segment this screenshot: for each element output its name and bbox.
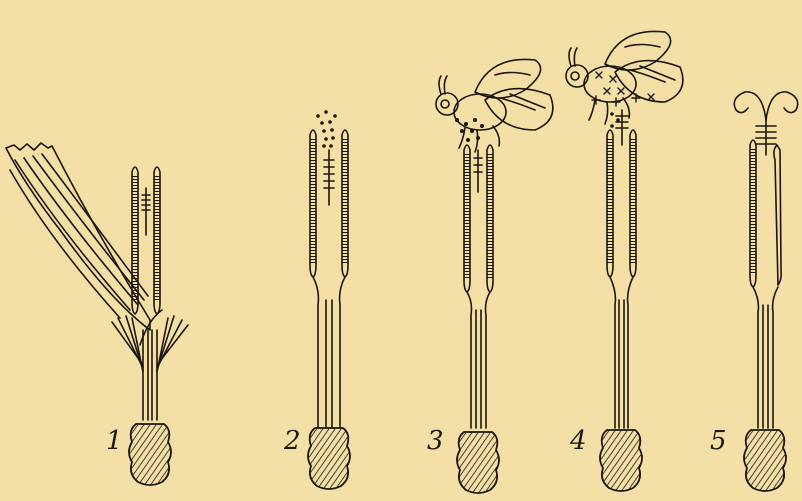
stage-2-flower xyxy=(308,110,350,489)
stage-1-flower xyxy=(6,143,188,485)
stage-label-2: 2 xyxy=(284,428,301,454)
stage-3-flower xyxy=(436,59,553,493)
stage-4-flower xyxy=(566,31,683,491)
stage-5-flower xyxy=(734,92,797,491)
stage-label-3: 3 xyxy=(427,428,444,454)
stage-label-5: 5 xyxy=(710,428,727,454)
stage-label-1: 1 xyxy=(106,428,123,454)
stage-label-4: 4 xyxy=(570,428,587,454)
